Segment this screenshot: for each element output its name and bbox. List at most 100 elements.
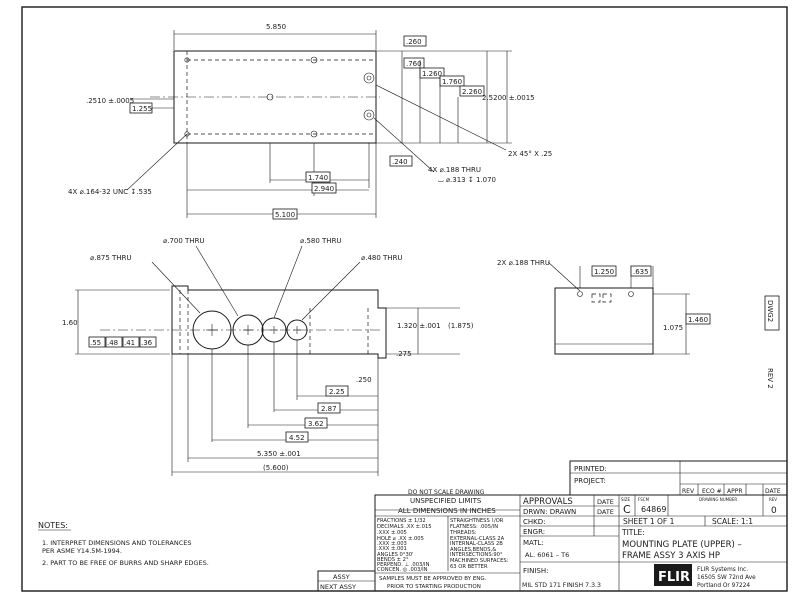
next-assy-label: NEXT ASSY [320,583,356,591]
dim-2260: 2.260 [462,88,482,96]
appr-header: APPR [727,488,743,495]
dim-452: 4.52 [289,434,305,442]
sheet-border [21,6,788,592]
hole-note-700: ⌀.700 THRU [163,237,205,245]
drawing-title: MOUNTING PLATE (UPPER) – [622,540,742,550]
drawing-number-label: DRAWING NUMBER [699,497,737,502]
side-view: 2X ⌀.188 THRU 1.250 .635 1.075 1.460 [497,259,711,355]
tol-line: INTERSECTIONS:90° [450,552,503,558]
tol-line: ANGLES 0°30' [377,552,413,558]
scale-value: SCALE: 1:1 [712,517,753,526]
margin-rev: REV 2 [766,368,774,389]
dim-1250: 1.250 [594,268,614,276]
dim-1875: (1.875) [448,322,474,330]
tol-line: .XXX ±.005 [377,530,407,536]
chkd-label: CHKD: [523,518,546,526]
tol-line: MACHINED SURFACES: [450,558,509,564]
dim-5600: (5.600) [263,464,289,472]
dim-41: .41 [124,339,135,347]
dim-250: .250 [356,376,372,384]
tapped-hole [184,131,190,137]
dim-287: 2.87 [321,405,337,413]
eco-header: ECO # [702,488,722,495]
all-dimensions: ALL DIMENSIONS IN INCHES [398,507,496,515]
size-value: C [623,503,631,516]
dim-5350: 5.350 ±.001 [257,450,301,458]
do-not-scale: DO NOT SCALE DRAWING [408,489,485,496]
tol-line: 63 OR BETTER [450,564,488,570]
dim-240: .240 [392,158,408,166]
approvals-date-header: DATE [597,498,614,506]
dim-225: 2.25 [329,388,345,396]
dim-36: .36 [141,339,153,347]
engr-label: ENGR: [523,528,545,536]
date-header: DATE [765,488,781,495]
dim-275: .275 [396,350,412,358]
rev-small-label: REV [769,497,777,502]
margin-labels: DWG2 REV 2 [764,295,780,389]
matl-label: MATL: [523,539,544,547]
counterbore-hole [366,75,372,81]
drawing-title: FRAME ASSY 3 AXIS HP [622,551,720,561]
hole-note-1: 4X ⌀.188 THRU [428,166,481,174]
dim-48: .48 [107,339,118,347]
center-hole [266,93,274,101]
counterbore-hole [366,112,372,118]
dim-5100: 5.100 [275,211,295,219]
front-view: ⌀.700 THRU ⌀.580 THRU ⌀.480 THRU ⌀.875 T… [62,237,474,476]
rev-header: REV [682,488,695,495]
rev-value: 0 [771,506,777,516]
tol-line: STRAIGHTNESS ⌇/OR [450,517,504,524]
margin-dwg-no: DWG2 [766,300,774,322]
drwn-date: DATE [597,508,614,516]
finish-value: MIL STD 171 FINISH 7.3.3 [522,582,601,589]
drwn-label: DRWN: DRAWN [523,508,576,516]
samples-note: PRIOR TO STARTING PRODUCTION [387,584,481,590]
unspecified-limits: UNSPECIFIED LIMITS [410,497,482,505]
dim-260: .260 [406,38,422,46]
dim-1075: 1.075 [663,324,683,332]
side-view-outline [554,287,654,355]
dim-height: 2.5200 ±.0015 [482,94,535,102]
dim-362: 3.62 [308,420,324,428]
note-line: PER ASME Y14.5M-1994. [42,547,122,555]
fscm-label: FSCM [638,497,650,502]
company-name: FLIR Systems Inc. [697,567,748,573]
top-view: 5.850 .260 .760 1.260 1.760 2.260 2.5200… [68,23,552,220]
tapped-hole [184,57,190,63]
printed-label: PRINTED: [574,465,607,473]
sheet-count: SHEET 1 OF 1 [623,517,675,526]
tol-line: PERPEND. ⊥ .003/IN [377,562,430,568]
hole-note-480: ⌀.480 THRU [361,254,403,262]
tap-note: 4X ⌀.164-32 UNC ↧.535 [68,188,152,196]
tol-line: FLATNESS: .005/IN [450,524,498,530]
flir-logo [654,564,692,586]
tol-line: CONCEN. ◎ .003/IN [377,567,428,573]
dim-160: 1.60 [62,319,78,327]
tol-line: HOLE ⌀ .XX ±.005 [377,536,424,542]
title-label: TITLE: [621,528,645,537]
hole-note-875: ⌀.875 THRU [90,254,132,262]
dim-1260: 1.260 [422,70,442,78]
counterbore-hole [363,109,375,121]
tol-line: EXTERNAL-CLASS 2A [450,536,505,542]
note-line: 2. PART TO BE FREE OF BURRS AND SHARP ED… [42,559,209,567]
tol-line: BENDS ± 2° [377,557,409,563]
flir-logo-text: FLIR [658,570,690,585]
notes-heading: NOTES: [38,521,68,530]
counterbore-hole [363,72,375,84]
dim-635: .635 [633,268,649,276]
title-block: PRINTED: PROJECT: REV ECO # APPR DATE DO… [317,460,788,592]
tol-line: .XXX ±.001 [377,546,407,552]
company-address: 16505 SW 72nd Ave [697,575,756,581]
tol-line: INTERNAL-CLASS 2B [450,541,503,547]
finish-label: FINISH: [523,567,548,575]
chamfer-note: 2X 45° X .25 [508,150,552,158]
company-city: Portland Or 97224 [697,583,750,589]
dim-760: .760 [406,60,422,68]
dim-55: .55 [90,339,101,347]
tol-line: DECIMALS .XX ±.015 [377,524,432,530]
note-line: 1. INTERPRET DIMENSIONS AND TOLERANCES [42,539,191,547]
side-hole [577,291,583,297]
